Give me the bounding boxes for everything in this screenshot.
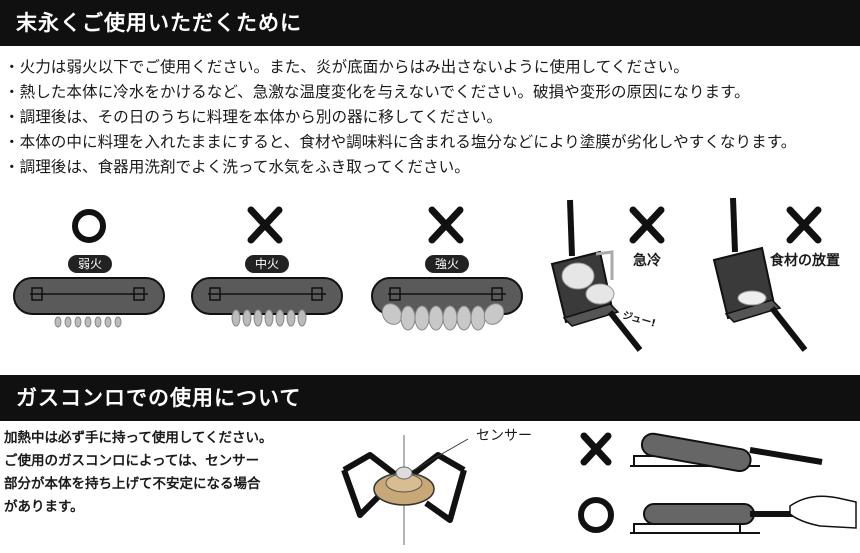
heat-illustrations: ジュー! xyxy=(13,197,822,352)
care-instructions-list: 火力は弱火以下でご使用ください。また、炎が底面からはみ出さないように使用してくだ… xyxy=(4,55,797,180)
care-bullet-2: 熱した本体に冷水をかけるなど、急激な温度変化を与えないでください。破損や変形の原… xyxy=(4,80,796,105)
quench-ng-illustration: ジュー! xyxy=(550,199,665,352)
gas-line-4: があります。 xyxy=(4,499,84,515)
section-title-care: 末永くご使用いただくために xyxy=(0,0,860,46)
leave-food-ng-illustration xyxy=(712,197,822,352)
holding-illustrations xyxy=(578,432,857,534)
care-bullet-1: 火力は弱火以下でご使用ください。また、炎が底面からはみ出さないように使用してくだ… xyxy=(4,55,796,80)
ng-mark-icon xyxy=(629,206,665,244)
ng-mark-icon xyxy=(247,206,283,244)
gas-stove-instructions: 加熱中は必ず手に持って使用してください。 ご使用のガスコンロによっては、センサー… xyxy=(4,427,273,519)
medium-heat-ng-illustration xyxy=(191,206,343,327)
weak-heat-ok-illustration xyxy=(13,209,165,328)
gas-line-2: ご使用のガスコンロによっては、センサー xyxy=(4,453,260,469)
ok-mark-icon xyxy=(578,497,614,533)
sound-effect-label: ジュー! xyxy=(621,309,657,329)
strong-heat-ng-illustration xyxy=(371,206,523,331)
care-bullet-3: 調理後は、その日のうちに料理を本体から別の器に移してください。 xyxy=(4,105,796,130)
quench-warning-label: 急冷 xyxy=(633,253,661,269)
leave-food-warning-label: 食材の放置 xyxy=(770,253,840,269)
ok-mark-icon xyxy=(72,209,106,243)
section-title-gas-stove: ガスコンロでの使用について xyxy=(0,375,860,421)
gas-line-1: 加熱中は必ず手に持って使用してください。 xyxy=(4,430,273,446)
sensor-label: センサー xyxy=(476,428,532,444)
gas-line-3: 部分が本体を持ち上げて不安定になる場合 xyxy=(4,476,261,492)
gas-burner-illustration xyxy=(341,435,469,545)
ng-mark-icon xyxy=(786,206,822,244)
strong-heat-label: 強火 xyxy=(425,255,470,273)
care-bullet-4: 本体の中に料理を入れたままにすると、食材や調味料に含まれる塩分などにより塗膜が劣… xyxy=(4,130,797,155)
weak-heat-label: 弱火 xyxy=(68,255,113,273)
care-bullet-5: 調理後は、食器用洗剤でよく洗って水気をふき取ってください。 xyxy=(4,155,796,180)
ng-mark-icon xyxy=(428,206,464,244)
medium-heat-label: 中火 xyxy=(245,255,290,273)
ng-mark-icon xyxy=(580,432,612,466)
